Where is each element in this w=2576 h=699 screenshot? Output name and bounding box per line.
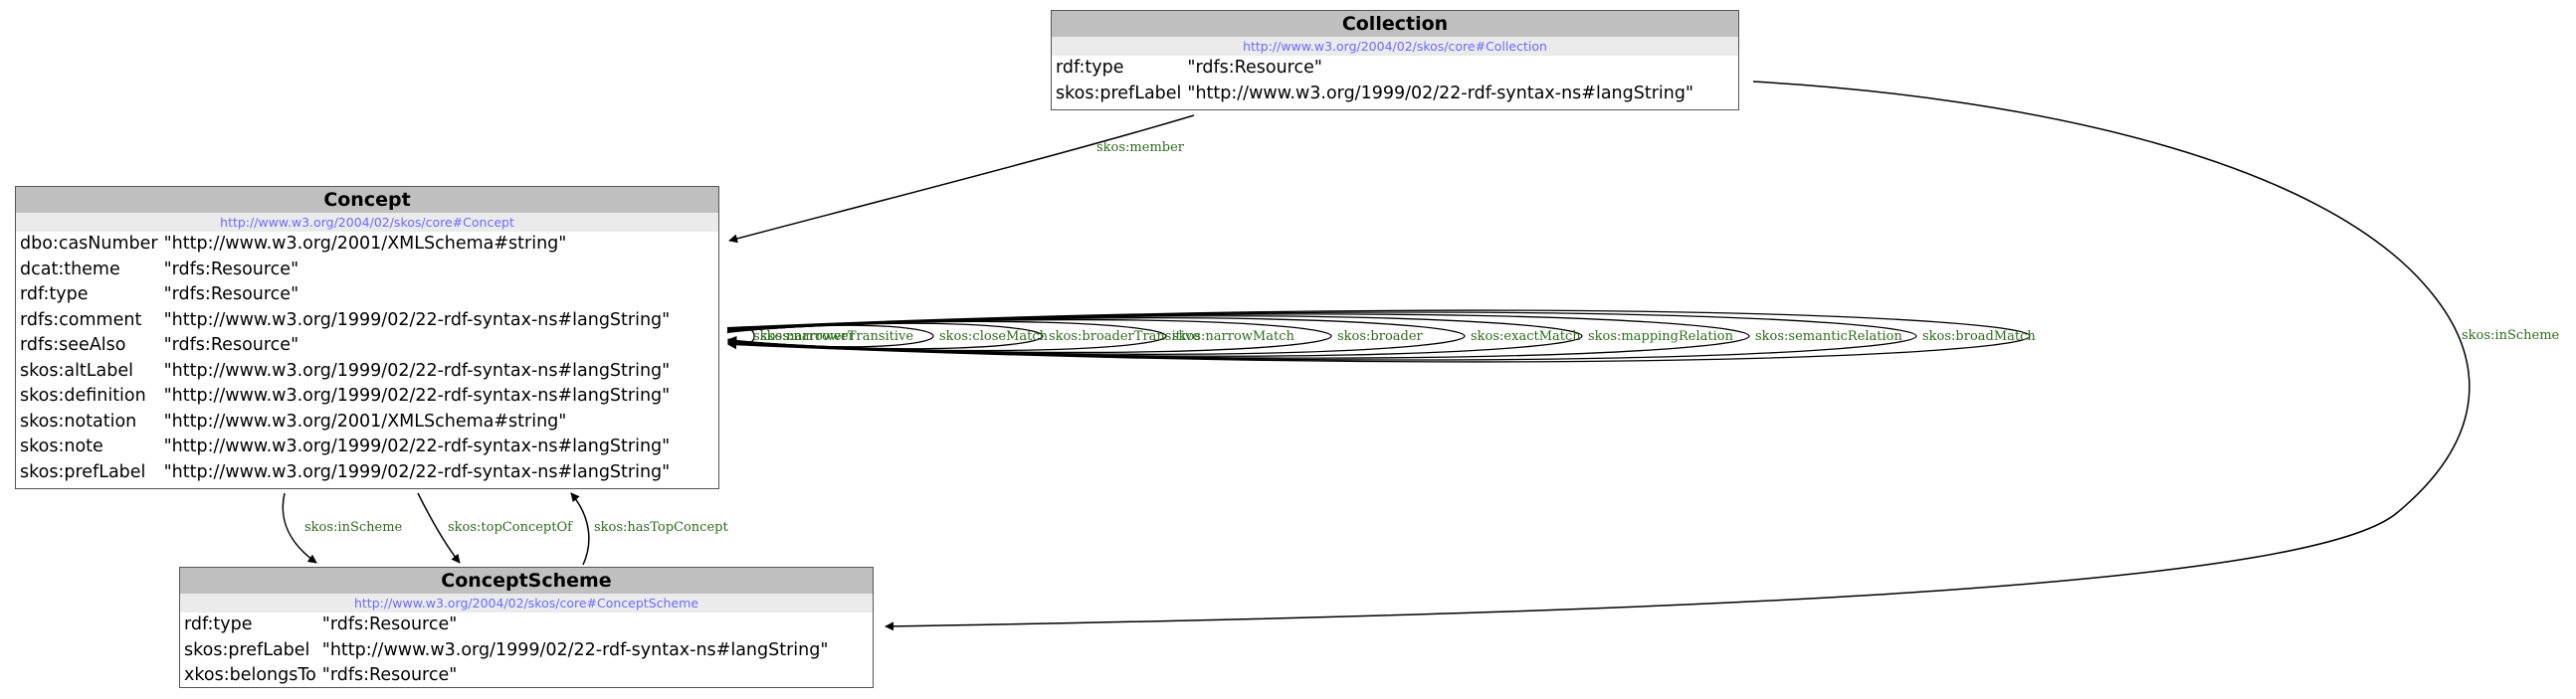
edge-label-collection-inscheme: skos:inScheme [2462, 328, 2560, 343]
self-loop-edge [726, 309, 2031, 363]
property-row: dbo:casNumber"http://www.w3.org/2001/XML… [20, 232, 676, 258]
edge-member [728, 114, 1195, 244]
property-row: xkos:belongsTo"rdfs:Resource" [184, 663, 834, 689]
property-key: skos:prefLabel [184, 639, 310, 660]
self-loop-label: skos:broaderTransitive [1049, 329, 1200, 344]
property-row: rdfs:seeAlso "rdfs:Resource" [20, 333, 676, 359]
self-loop-edge [726, 317, 1466, 355]
node-conceptscheme-uri[interactable]: http://www.w3.org/2004/02/skos/core#Conc… [180, 594, 873, 612]
property-row: dcat:theme "rdfs:Resource" [20, 258, 676, 283]
edge-concept-inscheme [282, 492, 317, 564]
property-key: skos:definition [20, 386, 146, 406]
self-loop-edge [726, 313, 1750, 359]
node-concept-uri[interactable]: http://www.w3.org/2004/02/skos/core#Conc… [16, 213, 718, 232]
node-conceptscheme-title: ConceptScheme [180, 568, 873, 594]
property-key: skos:note [20, 437, 103, 456]
node-collection-title: Collection [1052, 11, 1738, 37]
property-key: skos:altLabel [20, 360, 134, 381]
property-key: rdf:type [20, 284, 89, 304]
property-key: rdf:type [184, 614, 253, 634]
property-value: "rdfs:Resource" [163, 259, 299, 279]
property-value: "http://www.w3.org/1999/02/22-rdf-syntax… [1187, 83, 1694, 103]
property-row: rdf:type "rdfs:Resource" [20, 282, 676, 308]
self-loop-label: skos:broader [1337, 329, 1424, 344]
node-collection-uri[interactable]: http://www.w3.org/2004/02/skos/core#Coll… [1052, 37, 1738, 56]
edge-label-hastopconcept: skos:hasTopConcept [594, 520, 728, 535]
property-key: dcat:theme [20, 259, 120, 279]
node-conceptscheme[interactable]: ConceptScheme http://www.w3.org/2004/02/… [179, 567, 874, 688]
self-loop-edge [726, 315, 1583, 357]
node-concept[interactable]: Concept http://www.w3.org/2004/02/skos/c… [15, 186, 719, 489]
property-row: rdf:type "rdfs:Resource" [184, 612, 834, 638]
self-loop-label: skos:semanticRelation [1755, 329, 1903, 344]
property-value: "http://www.w3.org/2001/XMLSchema#string… [163, 234, 567, 254]
property-row: skos:prefLabel "http://www.w3.org/1999/02… [184, 638, 834, 664]
property-value: "http://www.w3.org/1999/02/22-rdf-syntax… [163, 309, 671, 330]
property-key: skos:notation [20, 411, 137, 432]
node-conceptscheme-properties: rdf:type "rdfs:Resource" skos:prefLabel "h… [184, 612, 834, 689]
property-value: "http://www.w3.org/1999/02/22-rdf-syntax… [163, 437, 671, 456]
property-row: rdfs:comment "http://www.w3.org/1999/02/2… [20, 308, 676, 334]
self-loop-edge [726, 311, 1917, 361]
self-loop-label: skos:narrower [760, 329, 856, 344]
edge-collection-inscheme [885, 81, 2471, 631]
property-key: dbo:casNumber [20, 234, 158, 254]
property-row: skos:prefLabel "http://www.w3.org/1999/02… [20, 460, 676, 486]
property-key: rdfs:comment [20, 309, 142, 330]
property-row: rdf:type "rdfs:Resource" [1056, 56, 1699, 82]
property-row: skos:altLabel "http://www.w3.org/1999/02/… [20, 359, 676, 385]
property-key: xkos:belongsTo [184, 665, 316, 685]
property-key: rdfs:seeAlso [20, 335, 126, 355]
self-loop-edge [726, 318, 1332, 354]
property-value: "rdfs:Resource" [1187, 58, 1322, 78]
edge-label-topconceptof: skos:topConceptOf [448, 520, 573, 535]
property-row: skos:definition "http://www.w3.org/1999/0… [20, 384, 676, 410]
property-value: "http://www.w3.org/1999/02/22-rdf-syntax… [163, 386, 671, 406]
property-key: skos:prefLabel [1056, 83, 1182, 103]
self-loop-label: skos:narrowMatch [1172, 329, 1294, 344]
property-value: "rdfs:Resource" [163, 335, 299, 355]
property-value: "rdfs:Resource" [321, 614, 458, 634]
property-row: skos:note "http://www.w3.org/1999/02/22-r… [20, 435, 676, 460]
property-row: skos:notation "http://www.w3.org/2001/XML… [20, 410, 676, 436]
property-value: "http://www.w3.org/2001/XMLSchema#string… [163, 411, 567, 432]
self-loop-label: skos:closeMatch [939, 329, 1049, 344]
node-collection-properties: rdf:type "rdfs:Resource" skos:prefLabel … [1056, 56, 1699, 106]
self-loop-label: skos:mappingRelation [1588, 329, 1734, 344]
property-value: "http://www.w3.org/1999/02/22-rdf-syntax… [163, 360, 671, 381]
node-concept-properties: dbo:casNumber"http://www.w3.org/2001/XML… [20, 232, 676, 485]
property-row: skos:prefLabel "http://www.w3.org/1999/0… [1056, 82, 1699, 107]
edge-hastopconcept [570, 492, 590, 566]
self-loop-label: skos:broadMatch [1922, 329, 2036, 344]
property-key: rdf:type [1056, 58, 1124, 78]
self-loop-label: skos:narrowerTransitive [753, 329, 913, 344]
node-concept-title: Concept [16, 187, 718, 213]
self-loop-label: skos:exactMatch [1471, 329, 1581, 344]
property-value: "http://www.w3.org/1999/02/22-rdf-syntax… [321, 639, 829, 660]
property-value: "http://www.w3.org/1999/02/22-rdf-syntax… [163, 461, 671, 482]
node-collection[interactable]: Collection http://www.w3.org/2004/02/sko… [1051, 10, 1739, 110]
property-value: "rdfs:Resource" [163, 284, 299, 304]
edge-label-concept-inscheme: skos:inScheme [304, 520, 403, 535]
property-value: "rdfs:Resource" [321, 665, 458, 685]
property-key: skos:prefLabel [20, 461, 146, 482]
edge-topconceptof [417, 492, 461, 564]
edge-label-member: skos:member [1096, 140, 1185, 155]
